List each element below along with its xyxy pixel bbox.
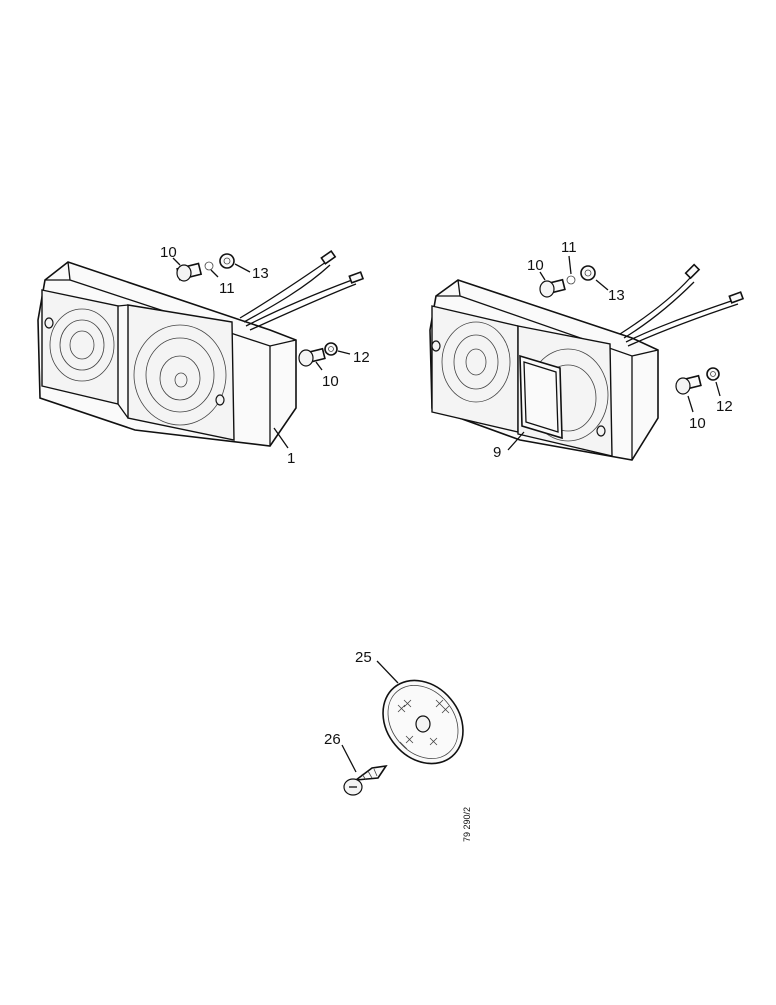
- right-lamp-lens-small: [431, 305, 519, 433]
- label-10-top-left: 10: [160, 244, 177, 261]
- washer-11-left: [204, 261, 214, 271]
- label-12-left: 12: [353, 349, 370, 366]
- self-tapping-screw-26: [343, 764, 388, 796]
- left-rear-lamp-assembly: 10 11 13 10 12 1: [37, 244, 370, 467]
- right-lamp-side-fasteners: [675, 367, 720, 395]
- label-10-side-right: 10: [689, 415, 706, 432]
- label-9: 9: [493, 444, 501, 461]
- label-1: 1: [287, 450, 295, 467]
- left-lamp-wiring: [239, 249, 365, 331]
- right-lamp-top-fasteners: [539, 265, 596, 298]
- right-lamp-wiring: [619, 263, 745, 347]
- reflector-assembly: 25 26: [324, 649, 464, 796]
- left-lamp-lens-small: [41, 289, 119, 405]
- nut-13-left: [219, 253, 235, 269]
- left-lamp-side-fasteners: [298, 342, 338, 367]
- left-lamp-top-fasteners: [176, 253, 235, 282]
- reflector-insert-9: [519, 354, 563, 440]
- label-11-right: 11: [561, 239, 577, 256]
- label-26: 26: [324, 731, 341, 748]
- label-12-right: 12: [716, 398, 733, 415]
- label-13-left: 13: [252, 265, 269, 282]
- left-lamp-lens-large: [127, 304, 235, 441]
- reflector-disc-25: [382, 679, 464, 765]
- label-11-left: 11: [219, 280, 235, 297]
- label-25: 25: [355, 649, 372, 666]
- label-10-side-left: 10: [322, 373, 339, 390]
- label-10-top-right: 10: [527, 257, 544, 274]
- label-13-right: 13: [608, 287, 625, 304]
- drawing-reference: 79 290/2: [462, 807, 472, 842]
- right-rear-lamp-assembly: 10 11 13 10 12 9: [429, 239, 745, 461]
